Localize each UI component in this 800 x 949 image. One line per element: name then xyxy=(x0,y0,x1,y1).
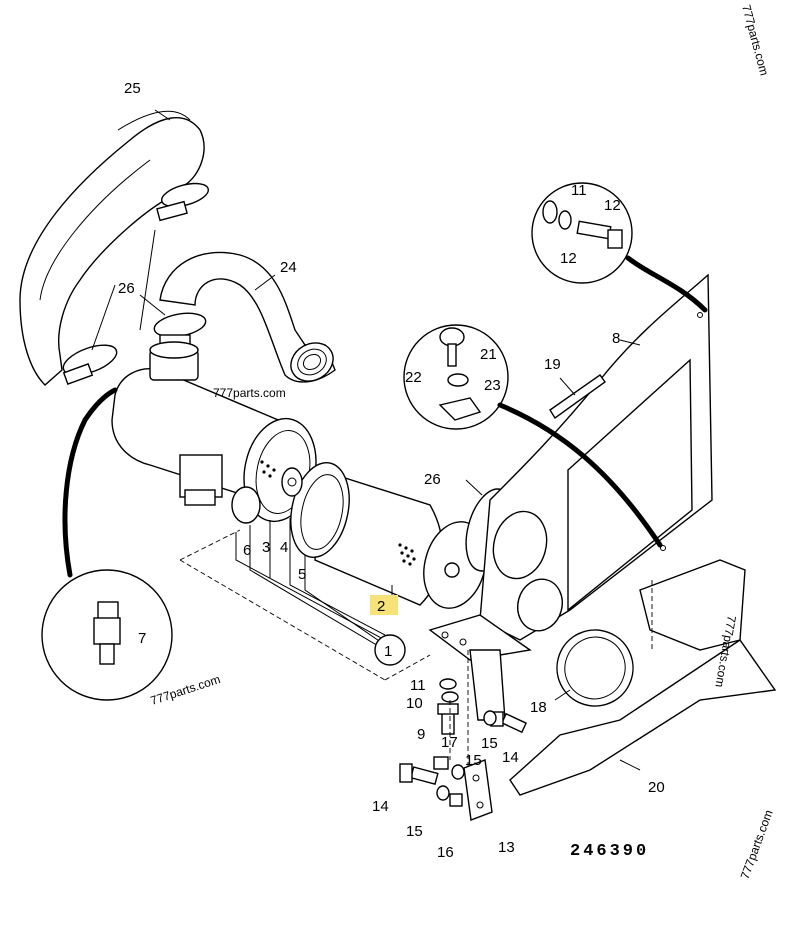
callout-6: 6 xyxy=(243,542,251,559)
callout-18: 18 xyxy=(530,699,547,716)
washers-15 xyxy=(436,710,497,801)
callout-labels: 1 2 3 4 5 6 7 8 9 10 11 11 12 12 13 14 1… xyxy=(118,80,665,861)
callout-1: 1 xyxy=(384,643,392,660)
watermark-sensor: 777parts.com xyxy=(149,672,222,708)
callout-10: 10 xyxy=(406,695,423,712)
callout-19: 19 xyxy=(544,356,561,373)
callout-17: 17 xyxy=(441,734,458,751)
nut-17 xyxy=(433,756,449,770)
callout-9: 9 xyxy=(417,726,425,743)
leader-lines xyxy=(91,109,641,771)
bolt-14-left xyxy=(399,763,439,786)
assembly-lines xyxy=(179,529,469,770)
callout-2: 2 xyxy=(377,598,385,615)
callout-26-clamp: 26 xyxy=(424,471,441,488)
bolt-14-right xyxy=(490,711,528,734)
detail-circle-bolts xyxy=(531,182,708,313)
callout-22: 22 xyxy=(405,369,422,386)
bolt-9 xyxy=(437,703,459,735)
callout-20: 20 xyxy=(648,779,665,796)
nut-16 xyxy=(449,793,463,807)
callout-12-detail-bottom: 12 xyxy=(560,250,577,267)
callout-14-right: 14 xyxy=(502,749,519,766)
callout-26-hose: 26 xyxy=(118,280,135,297)
hose-24 xyxy=(159,251,336,383)
callout-12-detail-top: 12 xyxy=(604,197,621,214)
plate-13 xyxy=(463,759,493,821)
mounting-frame-8 xyxy=(479,273,713,641)
callout-7: 7 xyxy=(138,630,146,647)
rubber-ring-18 xyxy=(556,629,634,707)
callout-11-lower: 11 xyxy=(410,677,426,694)
callout-14-left: 14 xyxy=(372,798,389,815)
callout-2-highlight xyxy=(370,595,398,615)
callout-3: 3 xyxy=(262,539,270,556)
seal-strip-19 xyxy=(549,374,606,420)
callout-23: 23 xyxy=(484,377,501,394)
callout-15-middle: 15 xyxy=(465,752,482,769)
callout-16: 16 xyxy=(437,844,454,861)
support-housing-20 xyxy=(509,559,777,796)
callout-8: 8 xyxy=(612,330,620,347)
callout-5: 5 xyxy=(298,566,306,583)
callout-21: 21 xyxy=(480,346,497,363)
filter-perforations xyxy=(260,460,416,566)
filter-element xyxy=(260,460,443,606)
callout-15-lower: 15 xyxy=(406,823,423,840)
watermark-top-right: 777parts.com xyxy=(739,3,771,77)
callout-24: 24 xyxy=(280,259,297,276)
base-bracket xyxy=(428,614,532,721)
callout-13: 13 xyxy=(498,839,515,856)
watermark-center: 777parts.com xyxy=(213,386,286,400)
detail-circle-fastener xyxy=(403,324,663,548)
hose-clamp-left xyxy=(62,344,118,385)
callout-25: 25 xyxy=(124,80,141,97)
seal-ring-3 xyxy=(281,467,303,497)
watermark-bottom-right: 777parts.com xyxy=(738,808,776,881)
hose-clamp-upper xyxy=(156,182,210,222)
washer-11-lower xyxy=(439,678,457,690)
dust-bowl-ring xyxy=(231,486,261,524)
callout-15-right: 15 xyxy=(481,735,498,752)
callout-4: 4 xyxy=(280,539,288,556)
hose-clamp-middle xyxy=(153,312,207,348)
callout-11-detail: 11 xyxy=(571,182,587,199)
detail-circle-sensor xyxy=(41,387,173,701)
reference-number: 246390 xyxy=(570,842,649,861)
